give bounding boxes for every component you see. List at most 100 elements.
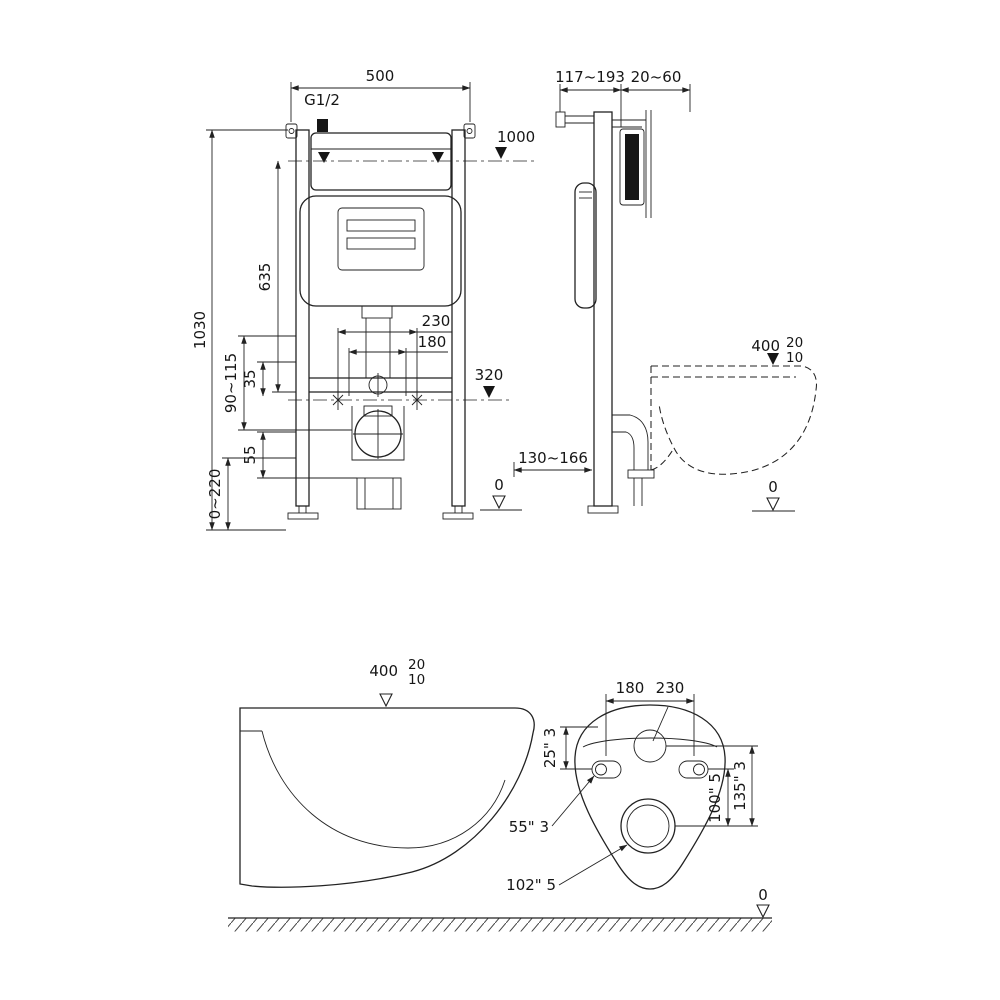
level-0-side-triangle-icon: [766, 497, 780, 512]
dim-25-3: 25" 3: [541, 726, 598, 770]
drain-elbow-front: [356, 477, 402, 510]
ground-hatch: [228, 918, 772, 932]
level-400-bowl-label: 400: [369, 662, 398, 680]
front-view: 500 G1/2 1000 1030 635 90~115 35: [191, 67, 535, 531]
dim-25-3-label: 25" 3: [541, 728, 559, 768]
dim-180-label: 180: [418, 333, 447, 351]
level-1000: 1000: [495, 128, 535, 159]
dim-117-193-label: 117~193: [555, 68, 625, 86]
level-400-bowl-triangle-icon: [379, 693, 393, 708]
drain-assembly: [351, 405, 405, 461]
frame-profile: [593, 111, 613, 507]
foot-plate-left: [287, 512, 319, 520]
cistern-profile: [574, 182, 597, 309]
level-0-side-label: 0: [768, 478, 778, 496]
frame-right-rail: [451, 129, 466, 507]
level-0-rear: 0: [756, 886, 770, 919]
top-bracket-right: [463, 123, 476, 139]
dim-130-166-label: 130~166: [518, 449, 588, 467]
level-400-side-triangle-icon: [767, 353, 779, 365]
bowl-outline-side-dashed: [650, 365, 817, 475]
bowl-outline-rear: [574, 704, 726, 890]
dim-180: 180: [348, 333, 448, 396]
dim-90-115: 90~115: [222, 335, 352, 431]
dim-100-5: 100" 5: [675, 768, 758, 827]
level-320: 320: [475, 366, 504, 398]
level-1000-triangle-icon: [495, 147, 507, 159]
dim-35-label: 35: [241, 369, 259, 388]
dim-180-rear-label: 180: [616, 679, 645, 697]
dim-55-3-label: 55" 3: [509, 818, 549, 836]
drain-elbow-side: [612, 414, 655, 506]
level-0-rear-triangle-icon: [756, 904, 770, 919]
dim-width-500: 500: [290, 67, 471, 122]
foot-plate-side: [587, 505, 619, 514]
level-320-label: 320: [475, 366, 504, 384]
level-0-front-label: 0: [494, 476, 504, 494]
dim-90-115-label: 90~115: [222, 353, 240, 413]
foot-plate-right: [442, 512, 474, 520]
ground: [228, 917, 772, 932]
water-inlet-circle: [633, 706, 669, 763]
dim-635: 635: [256, 160, 296, 393]
dim-55: 55: [241, 431, 357, 479]
tol-plus-20-bowl-label: 20: [408, 657, 425, 673]
fixing-slot-left: [591, 760, 622, 779]
dim-117-193: 117~193: [555, 68, 625, 127]
bowl-rear-view: 180 230 25" 3 55" 3 102" 5 100" 5 135": [506, 679, 770, 919]
frame-front-outline: [285, 119, 476, 507]
tol-minus-10-label: 10: [786, 350, 803, 366]
dim-230-label: 230: [422, 312, 451, 330]
dim-55-3: 55" 3: [509, 775, 595, 836]
dim-0-220: 0~220: [206, 457, 296, 531]
level-400-bowl: 400 20 10: [369, 657, 425, 708]
inlet-valve: [555, 111, 566, 128]
tol-minus-10-bowl-label: 10: [408, 672, 425, 688]
cistern-front: [299, 195, 462, 307]
dim-230: 230: [337, 312, 452, 396]
frame-side-outline: [555, 110, 652, 514]
fixing-slot-right: [678, 760, 709, 779]
level-0-front-triangle-icon: [492, 495, 506, 510]
top-bracket-left: [285, 123, 298, 139]
level-1000-label: 1000: [497, 128, 535, 146]
water-level-mark-right: [432, 152, 444, 163]
access-panel: [337, 207, 425, 271]
side-view: 117~193 20~60: [513, 68, 817, 514]
tol-plus-20-label: 20: [786, 335, 803, 351]
flush-unit-box: [310, 132, 452, 191]
drain-outlet-circle: [620, 798, 676, 854]
dim-130-166: 130~166: [513, 449, 593, 477]
dim-20-60-label: 20~60: [631, 68, 682, 86]
dim-0-220-label: 0~220: [206, 469, 224, 520]
frame-left-rail: [295, 129, 310, 507]
dim-1030-label: 1030: [191, 311, 209, 349]
dim-100-5-label: 100" 5: [706, 773, 724, 823]
water-level-mark-left: [318, 152, 330, 163]
dim-135-3-label: 135" 3: [731, 761, 749, 811]
level-0-side: 0: [752, 478, 795, 512]
bowl-side-view: 400 20 10: [239, 657, 535, 888]
dim-230-rear-label: 230: [656, 679, 685, 697]
bowl-outline-side: [239, 707, 535, 888]
inlet-fitting: [317, 119, 328, 132]
level-0-rear-label: 0: [758, 886, 768, 904]
wc-fixing-bolts: [288, 390, 512, 410]
dim-55-label: 55: [241, 445, 259, 464]
inlet-g12-label: G1/2: [304, 91, 340, 109]
dim-500-label: 500: [366, 67, 395, 85]
flush-plate-profile: [619, 128, 645, 206]
dim-135-3: 135" 3: [666, 745, 758, 827]
level-400-side-label: 400: [751, 337, 780, 355]
level-400-side: 400 20 10: [751, 335, 803, 366]
dim-20-60: 20~60: [620, 68, 691, 112]
level-0-front: 0: [480, 476, 522, 511]
flush-pipe-top: [361, 305, 393, 319]
dim-102-5-label: 102" 5: [506, 876, 556, 894]
level-320-triangle-icon: [483, 386, 495, 398]
dim-height-1030: 1030: [191, 129, 288, 531]
dim-635-label: 635: [256, 263, 274, 292]
frame-feet: [287, 506, 474, 520]
